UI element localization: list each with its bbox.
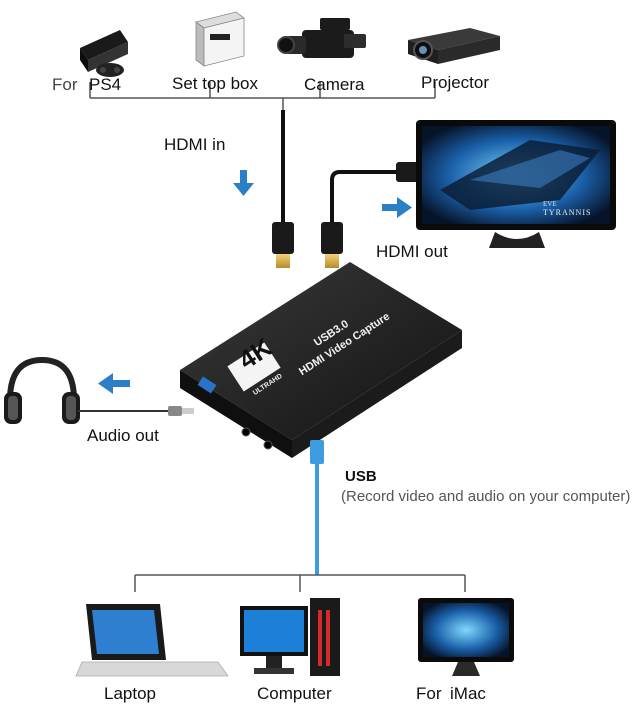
hdmi-out-label: HDMI out [376, 242, 448, 261]
audio-cable [78, 406, 194, 416]
laptop-icon [75, 604, 229, 677]
hdmi-in-cable [272, 110, 294, 268]
headphones-icon [4, 356, 80, 424]
hdmi-in-label: HDMI in [164, 135, 226, 154]
imac-prefix: For [416, 684, 442, 703]
audio-out-arrow-icon [98, 373, 130, 394]
computer-icon [240, 598, 340, 676]
imac-icon [418, 598, 514, 676]
projector-label: Projector [421, 73, 490, 92]
ps4-console-icon [80, 30, 128, 77]
source-bracket [89, 82, 436, 118]
camera-label: Camera [304, 75, 365, 94]
camera-icon [277, 18, 366, 58]
computer-label: Computer [257, 684, 332, 703]
set-top-box-icon [195, 11, 245, 67]
hdmi-in-arrow-icon [233, 170, 254, 196]
set-top-box-label: Set top box [172, 74, 259, 93]
usb-title: USB [345, 468, 377, 485]
usb-subtitle: (Record video and audio on your computer… [341, 488, 631, 505]
usb-cable [310, 440, 324, 575]
monitor-brand-text: EVE [543, 200, 557, 208]
monitor-icon [416, 120, 616, 248]
target-bracket [134, 574, 466, 592]
monitor-title-text: TYRANNIS [543, 208, 592, 217]
capture-device-icon [180, 262, 462, 458]
hdmi-out-arrow-icon [382, 197, 412, 218]
imac-label: iMac [450, 684, 486, 703]
audio-out-label: Audio out [87, 426, 159, 445]
laptop-label: Laptop [104, 684, 156, 703]
ps4-label: PS4 [89, 75, 122, 94]
for-ps4-prefix: For [52, 75, 78, 94]
projector-icon [408, 28, 500, 64]
